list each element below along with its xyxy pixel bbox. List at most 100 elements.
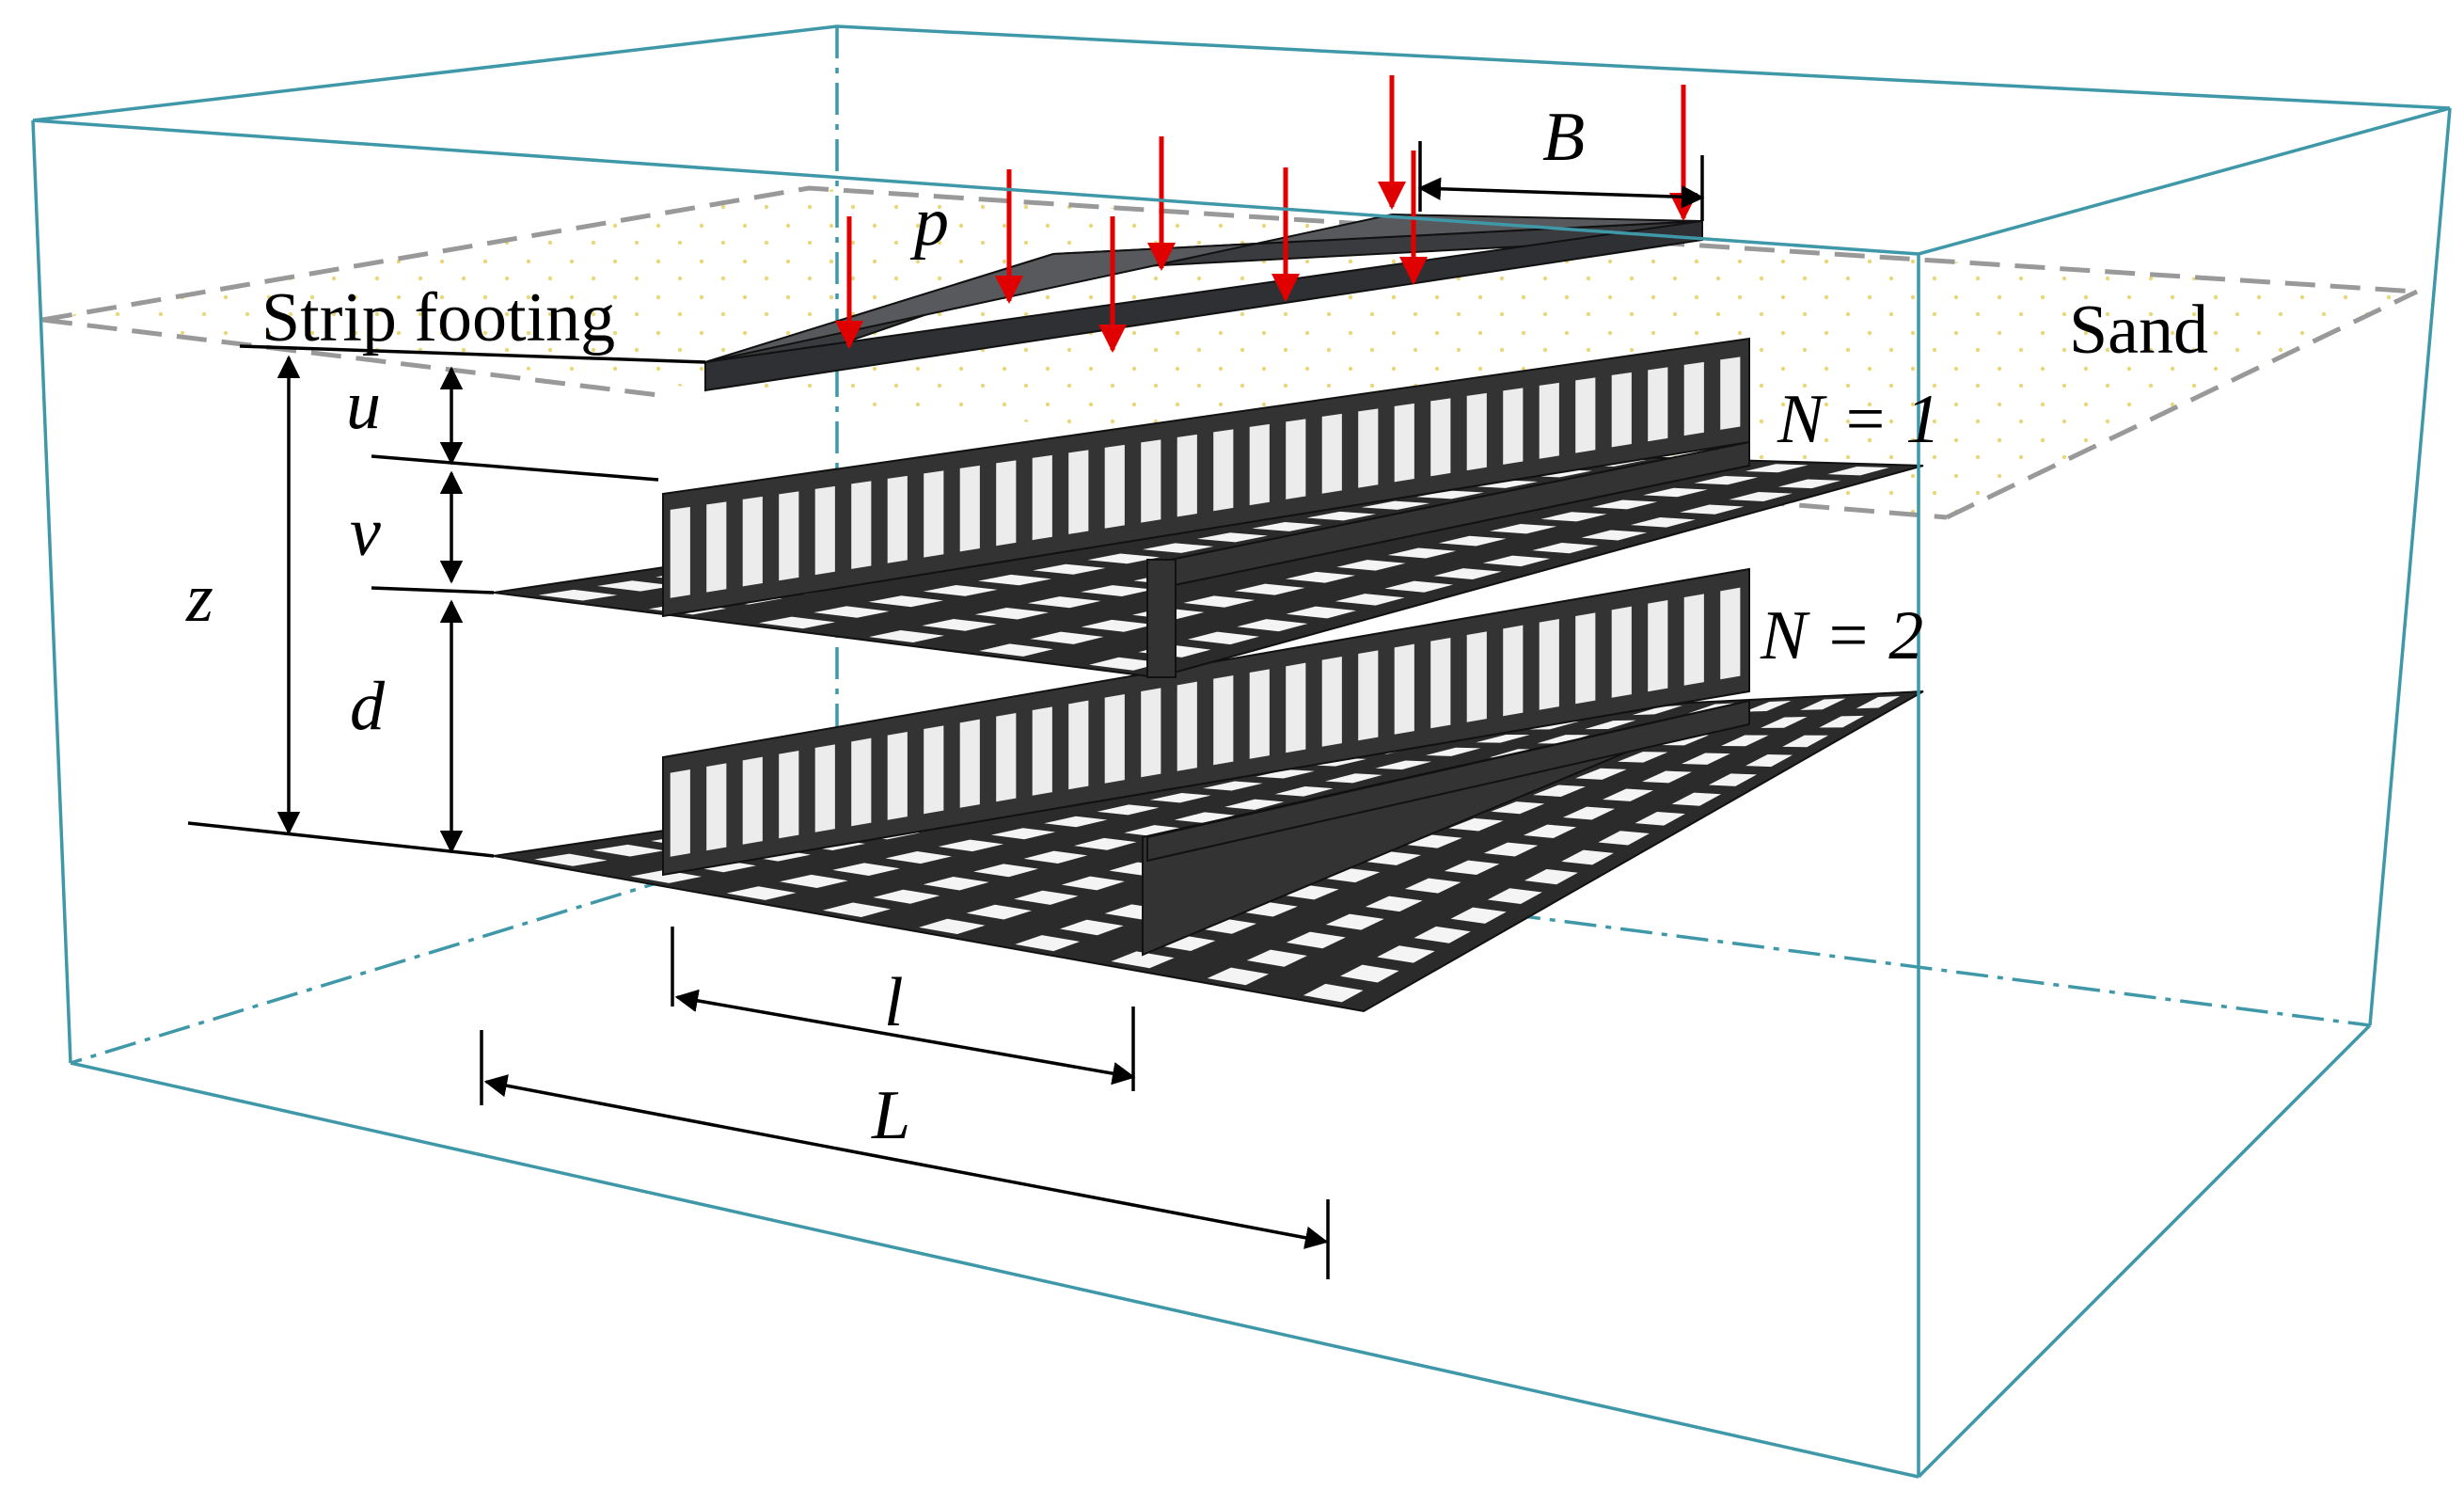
grid-opening (1325, 913, 1384, 930)
strip-footing-label: Strip footing (261, 279, 615, 357)
grid-opening (1174, 812, 1236, 824)
grid-opening (1448, 817, 1504, 832)
grid-opening (1575, 768, 1627, 780)
grid-opening (1081, 585, 1154, 596)
grid-opening (538, 589, 618, 601)
grid-opening (1524, 868, 1578, 885)
wall-opening (1286, 662, 1306, 753)
grid-opening (1361, 500, 1430, 510)
z-label: z (185, 560, 213, 637)
wall-opening (779, 491, 799, 581)
grid-opening (966, 904, 1033, 920)
wall-opening (1286, 419, 1306, 499)
grid-opening (1014, 890, 1079, 905)
grid-opening (1234, 583, 1305, 595)
grid-opening (1476, 735, 1530, 743)
wall-opening (1358, 650, 1379, 741)
grid-opening (923, 877, 989, 891)
wall-opening (1141, 688, 1161, 778)
grid-opening (1252, 522, 1322, 531)
grid-opening (1856, 696, 1901, 709)
grid-opening (1425, 747, 1481, 756)
grid-opening (1671, 792, 1722, 806)
grid-opening (990, 828, 1056, 840)
layer-2-label: N = 2 (1760, 597, 1923, 674)
wall-opening (851, 481, 872, 569)
grid-opening (1777, 479, 1841, 489)
grid-opening (1561, 849, 1614, 865)
wall-opening (1683, 361, 1704, 436)
wall-opening (1539, 619, 1559, 710)
grid-opening (1471, 480, 1539, 488)
wall-opening (706, 763, 727, 851)
grid-opening (813, 606, 890, 618)
wall-opening (706, 501, 727, 593)
grid-opening (1744, 701, 1792, 712)
grid-opening (1523, 824, 1577, 838)
grid-opening (1635, 811, 1685, 826)
grid-opening (1279, 884, 1339, 900)
wall-opening (670, 506, 690, 598)
grid-opening (1745, 753, 1793, 768)
v-label: v (350, 494, 381, 571)
wall-opening (1141, 439, 1161, 523)
grid-opening (1782, 735, 1829, 748)
sand-label: Sand (2069, 292, 2208, 369)
grid-opening (1490, 523, 1557, 534)
wall-opening (1213, 429, 1234, 512)
wall-opening (1648, 367, 1668, 442)
l-label: l (884, 964, 904, 1041)
grid-opening (1682, 753, 1730, 765)
wall-opening (1539, 382, 1559, 459)
grid-opening (779, 874, 848, 888)
dimension-lines (187, 141, 1705, 1279)
grid-opening (938, 839, 1004, 852)
grid-opening (973, 864, 1038, 878)
grid-opening (1602, 788, 1653, 801)
wall-opening (1466, 392, 1487, 471)
load-arrows (835, 75, 1698, 353)
grid-opening (1183, 595, 1256, 608)
grid-opening (1433, 568, 1502, 579)
grid-opening (1404, 878, 1461, 894)
wall-opening (924, 470, 944, 558)
grid-opening (1659, 735, 1710, 746)
grid-opening (1581, 530, 1648, 541)
wall-opening (814, 485, 835, 576)
grid-opening (1533, 785, 1586, 798)
grid-opening (1532, 543, 1599, 554)
grid-opening (1365, 896, 1423, 912)
b-dimension (1417, 177, 1705, 209)
grid-opening (1238, 901, 1298, 917)
wall-opening (1394, 403, 1414, 483)
grid-opening (1274, 785, 1334, 797)
grid-opening (1336, 560, 1406, 571)
wall-opening (959, 465, 980, 552)
grid-opening (1598, 831, 1650, 846)
grid-opening (1023, 850, 1088, 864)
grid-opening (1591, 499, 1658, 510)
grid-opening (630, 869, 703, 883)
grid-opening (534, 853, 608, 866)
grid-opening (1030, 631, 1104, 644)
wall-opening (887, 732, 908, 820)
grid-opening (1061, 876, 1125, 891)
wall-opening (742, 756, 763, 845)
grid-opening (1196, 532, 1268, 543)
wall-opening (1321, 657, 1342, 747)
wall-opening (779, 751, 799, 839)
wall-opening (1611, 372, 1632, 448)
wall-opening (1430, 638, 1451, 729)
grid-opening (868, 595, 944, 608)
grid-opening (1033, 563, 1106, 575)
wall-opening (996, 460, 1017, 547)
grid-opening (1015, 935, 1081, 952)
grid-opening (1827, 466, 1889, 476)
grid-opening (1643, 487, 1708, 498)
grid-opening (1585, 720, 1636, 730)
grid-opening (1203, 781, 1263, 791)
grid-opening (1224, 799, 1285, 810)
u-label: u (346, 367, 381, 444)
grid-opening (1745, 464, 1809, 473)
